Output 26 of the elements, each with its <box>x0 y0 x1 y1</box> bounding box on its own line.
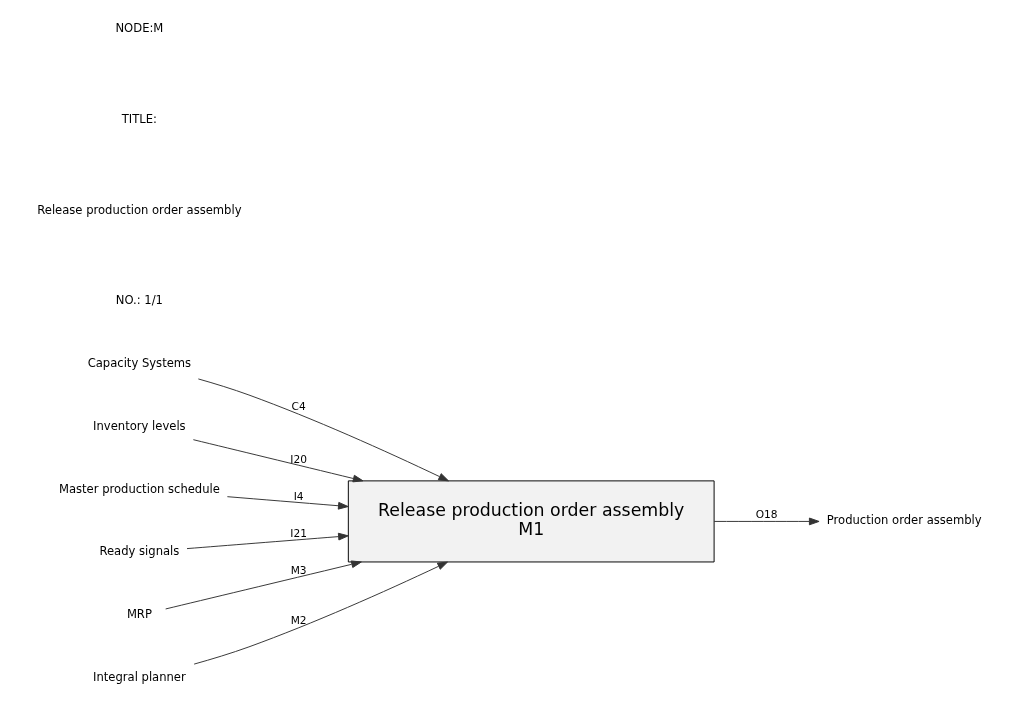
label: TITLE: <box>121 111 158 126</box>
edge-label: C4 <box>291 400 306 414</box>
node-text: MRP <box>126 607 152 622</box>
edge-label: O18 <box>755 508 778 522</box>
edge-label: I20 <box>290 453 307 467</box>
label: NO.: 1/1 <box>115 293 163 308</box>
arrow <box>165 560 362 610</box>
node-box: Release production order assembly M1 <box>347 480 715 563</box>
node-text: Production order assembly <box>826 513 982 528</box>
edge-label: M2 <box>290 613 307 627</box>
node-text: Capacity Systems <box>87 356 192 371</box>
arrow <box>192 439 364 483</box>
arrow <box>193 561 448 665</box>
node-text: Master production schedule <box>58 481 220 496</box>
label: Release production order assembly <box>37 202 242 217</box>
node-text: Ready signals <box>99 544 180 559</box>
label: NODE:M <box>115 21 164 36</box>
arrow <box>713 517 820 526</box>
node-text: Integral planner <box>93 669 186 684</box>
arrow <box>226 496 349 510</box>
edge-label: I21 <box>290 526 307 540</box>
arrow <box>197 378 449 482</box>
node-text: Inventory levels <box>93 418 186 433</box>
edge-label: M3 <box>290 564 307 578</box>
edge-label: I4 <box>293 490 304 503</box>
arrow <box>186 532 349 550</box>
